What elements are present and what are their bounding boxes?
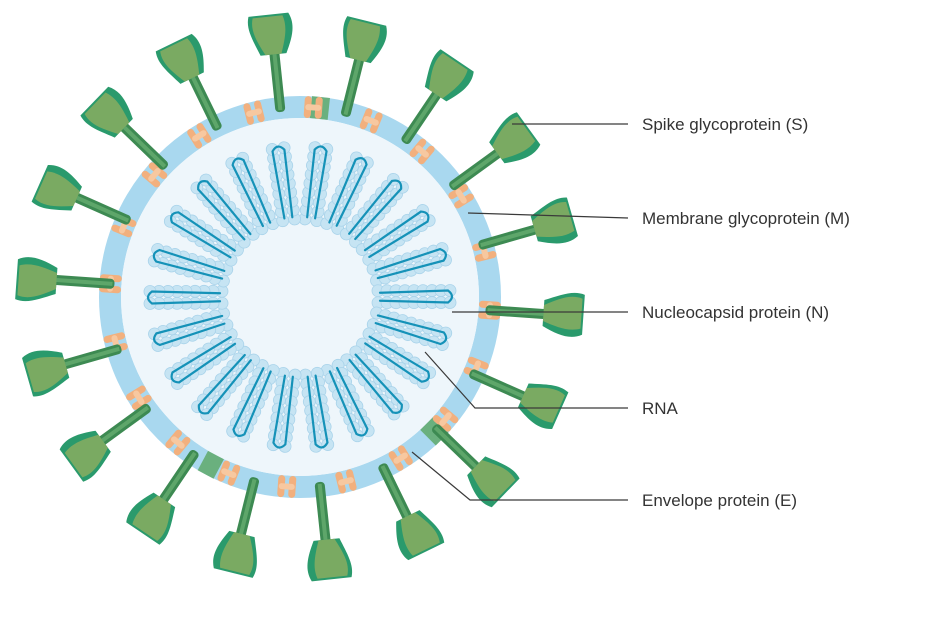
leader-line-membrane — [467, 212, 629, 219]
label-spike-glycoprotein: Spike glycoprotein (S) — [642, 115, 808, 134]
nucleocapsid-strand — [366, 306, 453, 351]
nucleocapsid-strand — [356, 327, 437, 390]
viral-envelope — [99, 96, 501, 498]
leader-line-rna — [424, 351, 628, 409]
nucleocapsid-strand — [320, 151, 374, 235]
nucleocapsid-rna-group — [143, 141, 457, 453]
nucleocapsid-strand — [320, 358, 375, 443]
nucleocapsid-strand — [366, 242, 452, 287]
label-rna: RNA — [642, 399, 679, 418]
nucleocapsid-strand — [148, 307, 234, 352]
nucleocapsid-strand — [147, 243, 234, 288]
label-nucleocapsid-protein: Nucleocapsid protein (N) — [642, 303, 829, 322]
nucleocapsid-strand — [266, 367, 302, 453]
label-membrane-glycoprotein: Membrane glycoprotein (M) — [642, 209, 850, 228]
nucleocapsid-strand — [163, 204, 244, 267]
nucleocapsid-strand — [340, 345, 410, 421]
nucleocapsid-strand — [164, 327, 245, 390]
nucleocapsid-strand — [143, 284, 229, 310]
core-space — [230, 227, 370, 367]
nucleocapsid-strand — [371, 284, 457, 310]
nucleocapsid-strand — [339, 173, 409, 249]
nucleocapsid-strand — [299, 366, 335, 453]
nucleocapsid-strand — [355, 204, 436, 267]
nucleocapsid-strand — [265, 141, 301, 228]
nucleocapsid-strand — [191, 345, 261, 421]
leader-line-envelope — [411, 451, 628, 501]
label-envelope-protein: Envelope protein (E) — [642, 491, 797, 510]
nucleocapsid-strand — [225, 151, 280, 236]
nucleocapsid-strand — [190, 173, 260, 249]
leader-lines — [411, 123, 629, 501]
envelope-protein-icon — [197, 450, 224, 479]
nucleocapsid-strand — [298, 141, 334, 227]
nucleocapsid-strand — [226, 359, 280, 443]
